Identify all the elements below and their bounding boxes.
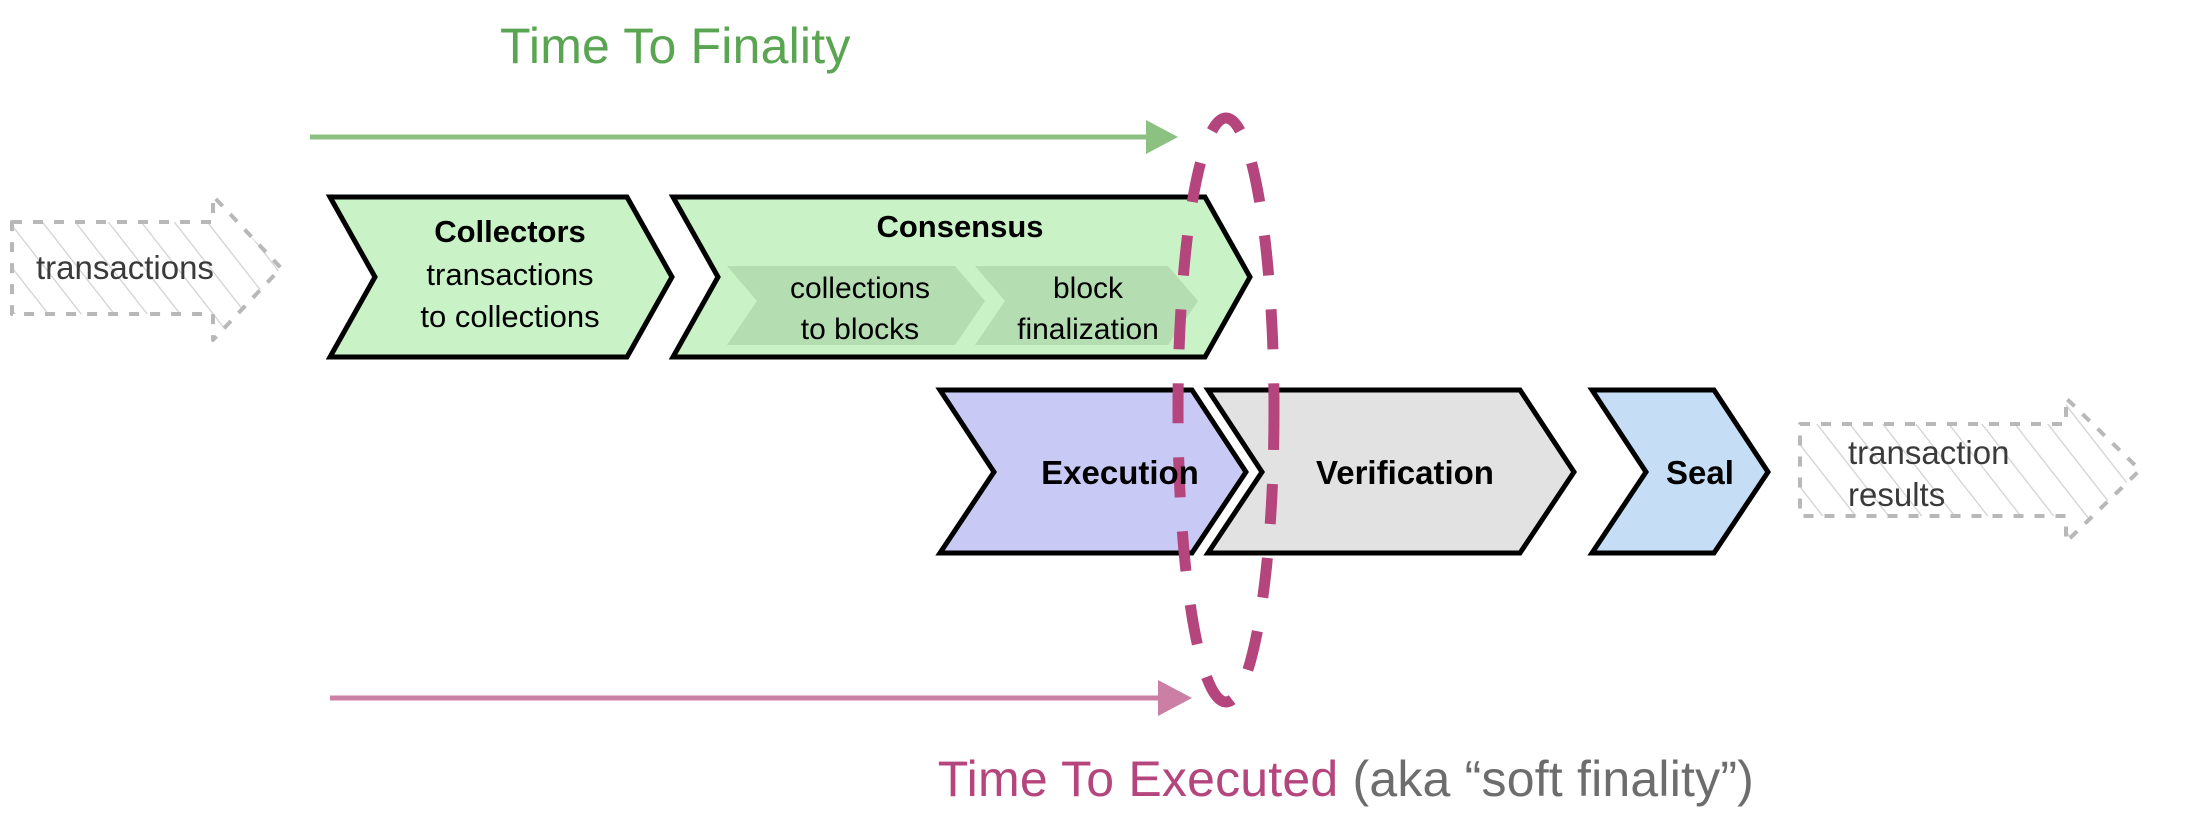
stage-label-execution: Execution [1041, 454, 1199, 491]
time-to-executed-spacer [1338, 751, 1352, 807]
ghost-arrow-transactions [10, 194, 283, 342]
ghost-arrow-transaction-results [1798, 396, 2142, 544]
stage-sub-collectors-line2: to collections [420, 299, 600, 334]
substage-label-block-finalization-line2: finalization [1017, 313, 1159, 346]
shapes-layer [10, 120, 2142, 716]
substage-label-block-finalization-line1: block [1052, 272, 1124, 305]
substage-label-collections-to-blocks-line1: collections [789, 272, 931, 305]
stage-shape-seal[interactable] [1587, 387, 1771, 556]
stage-label-seal: Seal [1666, 454, 1734, 491]
time-to-executed-note: (aka “soft finality”) [1352, 750, 1755, 807]
substage-shape-collections-to-blocks [727, 266, 985, 345]
ghost-label-transaction-results-line2: results [1848, 476, 1946, 513]
pink-time-to-executed-arrow [330, 680, 1192, 716]
stage-shape-collectors[interactable] [325, 194, 675, 360]
substage-label-collections-to-blocks-line2: to blocks [800, 313, 920, 346]
stage-sub-collectors-line1: transactions [426, 257, 594, 292]
time-to-executed-main: Time To Executed [937, 750, 1339, 807]
green-time-to-finality-arrow [310, 120, 1178, 154]
ghost-label-transaction-results-line1: transaction [1848, 434, 2010, 471]
page-title-time-to-finality: Time To Finality [500, 18, 851, 74]
page-label-time-to-executed: Time To Executed (aka “soft finality”) [920, 733, 1754, 825]
stage-label-collectors: Collectors [434, 214, 586, 249]
substage-shape-block-finalization [975, 266, 1198, 345]
stage-label-verification: Verification [1316, 454, 1494, 491]
stage-label-consensus: Consensus [876, 209, 1044, 244]
ghost-label-transactions: transactions [36, 249, 214, 286]
stage-shape-consensus[interactable] [668, 194, 1253, 360]
diagram-canvas: Time To Finality transactions Collectors… [10, 18, 2142, 807]
